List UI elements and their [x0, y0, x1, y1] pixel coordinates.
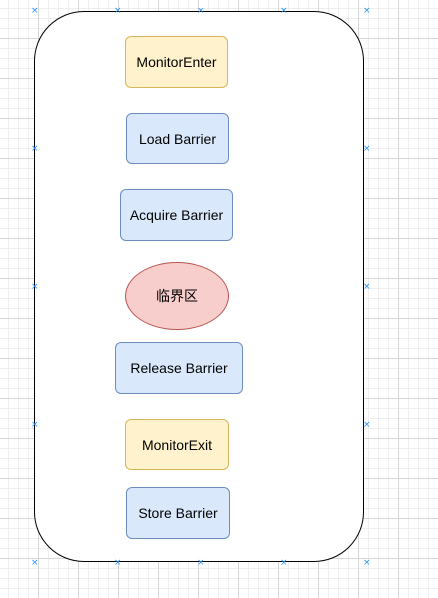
selection-handle-icon[interactable]: × [363, 282, 371, 292]
monitor-exit-node[interactable]: MonitorExit [125, 419, 229, 470]
selection-handle-icon[interactable]: × [31, 420, 39, 430]
selection-handle-icon[interactable]: × [197, 6, 205, 16]
selection-handle-icon[interactable]: × [197, 558, 205, 568]
selection-handle-icon[interactable]: × [363, 6, 371, 16]
monitor-enter-node[interactable]: MonitorEnter [125, 36, 228, 88]
critical-section-node[interactable]: 临界区 [125, 262, 229, 330]
release-barrier-node[interactable]: Release Barrier [115, 342, 243, 394]
load-barrier-node[interactable]: Load Barrier [126, 113, 229, 164]
selection-handle-icon[interactable]: × [114, 6, 122, 16]
selection-handle-icon[interactable]: × [363, 558, 371, 568]
selection-handle-icon[interactable]: × [114, 558, 122, 568]
selection-handle-icon[interactable]: × [363, 420, 371, 430]
acquire-barrier-node[interactable]: Acquire Barrier [120, 189, 233, 241]
selection-handle-icon[interactable]: × [31, 6, 39, 16]
selection-handle-icon[interactable]: × [280, 558, 288, 568]
selection-handle-icon[interactable]: × [363, 144, 371, 154]
store-barrier-node[interactable]: Store Barrier [126, 487, 230, 539]
selection-handle-icon[interactable]: × [31, 282, 39, 292]
selection-handle-icon[interactable]: × [280, 6, 288, 16]
selection-handle-icon[interactable]: × [31, 144, 39, 154]
selection-handle-icon[interactable]: × [31, 558, 39, 568]
